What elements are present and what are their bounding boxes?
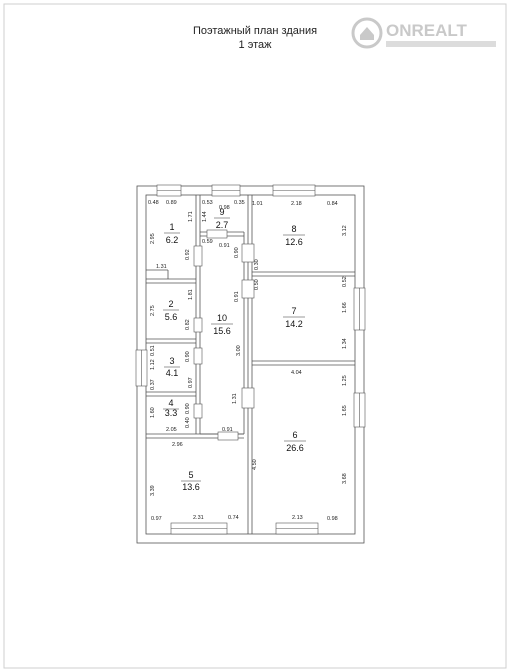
dimension-label: 1.34	[342, 338, 348, 349]
dimension-label: 1.44	[202, 211, 208, 222]
windows	[135, 184, 366, 535]
dimension-label: 0.98	[327, 516, 338, 522]
dimension-label: 3.12	[342, 225, 348, 236]
dimension-label: 0.74	[228, 515, 239, 521]
dimension-labels: 0.48 0.89 1.71 2.95 0.92 1.31 0.53 0.98 …	[148, 200, 348, 522]
room-area: 26.6	[286, 443, 304, 453]
dimension-label: 0.90	[185, 403, 191, 414]
door-r5	[217, 431, 239, 441]
room-number: 9	[219, 207, 224, 217]
dimension-label: 0.52	[342, 276, 348, 287]
dimension-label: 0.97	[188, 377, 194, 388]
room-area: 6.2	[166, 235, 179, 245]
dimension-label: 2.05	[166, 427, 177, 433]
door-r6	[241, 387, 255, 409]
dimension-label: 0.51	[150, 345, 156, 356]
dimension-label: 1.60	[150, 407, 156, 418]
dimension-label: 3.39	[150, 485, 156, 496]
room-number: 4	[168, 398, 173, 408]
room-labels: 1 6.2 2 5.6 3 4.1 4 3.3 5 13.6 6 26.6 7 …	[163, 207, 306, 492]
dimension-label: 2.96	[172, 442, 183, 448]
dimension-label: 0.50	[254, 279, 260, 290]
plan-title: Поэтажный план здания	[192, 25, 318, 37]
room-area: 13.6	[182, 482, 200, 492]
dimension-label: 4.50	[252, 459, 258, 470]
room-area: 15.6	[213, 326, 231, 336]
dimension-label: 0.48	[148, 200, 159, 206]
door-r4	[193, 403, 203, 419]
dimension-label: 2.13	[292, 515, 303, 521]
door-r9	[206, 229, 228, 239]
room-number: 8	[291, 224, 296, 234]
dimension-label: 0.90	[234, 247, 240, 258]
door-r8	[241, 243, 255, 263]
page-border	[3, 3, 507, 669]
dimension-label: 1.25	[342, 375, 348, 386]
dimension-label: 0.53	[202, 200, 213, 206]
dimension-label: 0.91	[219, 243, 230, 249]
dimension-label: 1.31	[232, 393, 238, 404]
door-r1	[193, 245, 203, 267]
dimension-label: 3.68	[342, 473, 348, 484]
dimension-label: 0.35	[234, 200, 245, 206]
dimension-label: 1.81	[188, 289, 194, 300]
dimension-label: 2.95	[150, 233, 156, 244]
dimension-label: 4.04	[291, 370, 302, 376]
door-r7	[241, 279, 255, 299]
room-area: 4.1	[166, 368, 179, 378]
floor-label: 1 этаж	[238, 39, 272, 51]
dimension-label: 0.84	[327, 201, 338, 207]
dimension-label: 0.91	[222, 427, 233, 433]
room-number: 5	[188, 470, 193, 480]
dimension-label: 0.59	[202, 239, 213, 245]
room-area: 14.2	[285, 319, 303, 329]
room-number: 6	[292, 430, 297, 440]
room-area: 2.7	[216, 220, 229, 230]
room-number: 2	[168, 299, 173, 309]
dimension-label: 0.92	[185, 249, 191, 260]
dimension-label: 0.89	[166, 200, 177, 206]
dimension-label: 2.31	[193, 515, 204, 521]
room-number: 1	[169, 222, 174, 232]
room-area: 3.3	[165, 408, 178, 418]
room-number: 7	[291, 306, 296, 316]
room-number: 10	[217, 313, 227, 323]
dimension-label: 2.75	[150, 305, 156, 316]
dimension-label: 0.82	[185, 319, 191, 330]
room-area: 5.6	[165, 312, 178, 322]
dimension-label: 2.18	[291, 201, 302, 207]
dimension-label: 0.98	[219, 205, 230, 211]
dimension-label: 0.30	[254, 259, 260, 270]
dimension-label: 0.91	[234, 291, 240, 302]
dimension-label: 3.00	[236, 345, 242, 356]
dimension-label: 0.37	[150, 379, 156, 390]
dimension-label: 1.31	[156, 264, 167, 270]
door-r3	[193, 347, 203, 365]
dimension-label: 1.01	[252, 201, 263, 207]
watermark-logo-icon	[351, 17, 383, 49]
dimension-label: 1.71	[188, 211, 194, 222]
watermark-band	[386, 41, 496, 47]
watermark-logo: ONREALT	[351, 17, 496, 49]
dimension-label: 0.97	[151, 516, 162, 522]
room-area: 12.6	[285, 237, 303, 247]
dimension-label: 0.40	[185, 417, 191, 428]
doors	[193, 229, 255, 441]
door-r2	[193, 317, 203, 333]
dimension-label: 0.90	[185, 351, 191, 362]
dimension-label: 1.65	[342, 405, 348, 416]
dimension-label: 1.66	[342, 302, 348, 313]
room-number: 3	[169, 356, 174, 366]
dimension-label: 1.12	[150, 359, 156, 370]
watermark-brand: ONREALT	[386, 21, 468, 40]
